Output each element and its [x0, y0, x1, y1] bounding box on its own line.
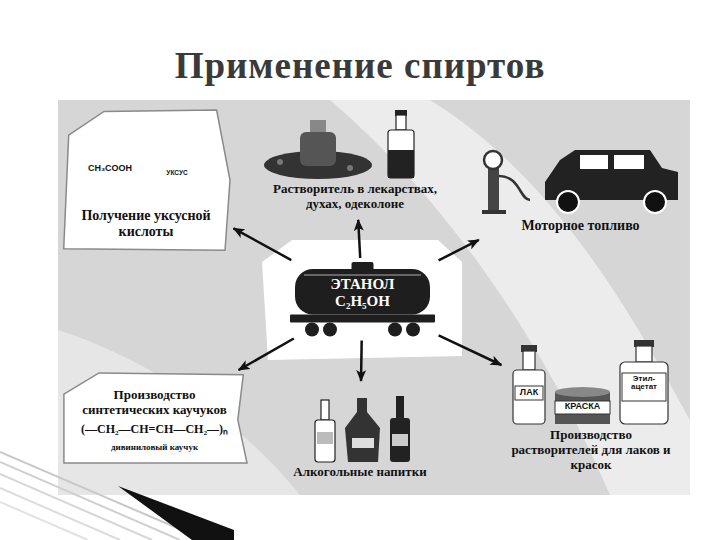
medicine-bottles-part [310, 120, 326, 132]
node-label: Моторное топливо [521, 218, 639, 234]
fuel-car-part [499, 176, 530, 200]
node-sublabel: C₂H₅OH [335, 293, 390, 310]
fuel-car [482, 150, 678, 214]
paint-bottles-part [620, 362, 668, 424]
use-box: Производство синтетических каучуков (—CH₂… [62, 372, 247, 464]
use-box: Получение уксусной кислоты [62, 110, 230, 250]
paint-bottles-part [555, 401, 610, 414]
node-label: Получение уксусной кислоты [70, 208, 222, 240]
drink-bottles [315, 396, 410, 462]
panel-ground-part [58, 100, 690, 495]
fuel-car-part [580, 155, 608, 169]
arrow-connector [239, 339, 294, 371]
medicine-bottles-part [388, 150, 414, 178]
medicine-bottles [264, 110, 414, 179]
node-label: Алкогольные напитки [293, 465, 426, 480]
medicine-bottles-part [347, 165, 353, 171]
decor-stripes-part [0, 474, 152, 540]
fuel-car-part [484, 151, 502, 169]
drink-bottles-part [390, 418, 410, 462]
paint-bottles-part [636, 346, 652, 362]
use-box: Моторное топливо [478, 138, 683, 238]
node-label: ЭТАНОЛ [330, 276, 394, 293]
drink-bottles-part [345, 412, 380, 462]
tank-car: ЭТАНОЛC₂H₅OH [290, 262, 435, 337]
panel-ground-part [58, 330, 300, 495]
diagram-title: Применение спиртов [0, 44, 720, 87]
paint-bottles-part [513, 370, 545, 424]
drink-bottles-part [315, 420, 335, 462]
tank-wheel [323, 323, 337, 337]
fuel-car-part [488, 168, 499, 212]
medicine-bottles-part [277, 159, 283, 165]
node-label: Производство синтетических каучуков [82, 388, 227, 418]
drink-bottles-part [357, 398, 367, 412]
node-sublabel: дивиниловый каучук [111, 442, 198, 452]
decor-stripes [0, 452, 234, 540]
medicine-bottles-part [388, 130, 414, 178]
tank-body [295, 269, 430, 315]
box-outline [64, 110, 230, 250]
drink-bottles-part [396, 396, 404, 418]
paint-bottles-part [622, 373, 666, 401]
bottle-label: УКСУС [164, 170, 190, 177]
medicine-bottles-part [396, 115, 406, 130]
arrow-connector [234, 228, 292, 260]
arrow-connector [358, 220, 360, 258]
drink-bottles-part [352, 438, 374, 448]
drink-bottles-part [392, 434, 408, 446]
bottle-label: КРАСКА [555, 402, 610, 411]
tank-wheel [406, 323, 420, 337]
drink-bottles-part [317, 432, 333, 444]
paint-bottles-part [515, 386, 543, 400]
decor-stripes-part [118, 486, 234, 540]
use-box: Алкогольные напитки [290, 385, 430, 484]
tank-wheel [388, 323, 402, 337]
fuel-car-part [644, 191, 666, 213]
panel-ground [58, 100, 690, 495]
bottle-label: Этил-ацетат [622, 375, 666, 392]
fuel-car-part [557, 191, 579, 213]
arrow-connector [439, 240, 479, 261]
fuel-car-part [482, 210, 506, 214]
bottle-label: ЛАК [515, 388, 543, 397]
tank-chassis [290, 315, 435, 323]
paint-bottles-part [523, 351, 535, 370]
decor-stripes-part [0, 488, 120, 540]
fuel-car-part [614, 155, 644, 169]
arrow-connector [439, 335, 502, 365]
node-label: Производство растворителей для лаков и к… [509, 428, 673, 473]
tank-wheel [305, 323, 319, 337]
arrow-connector [360, 341, 363, 382]
box-outline [64, 373, 247, 463]
decor-stripes-part [0, 502, 88, 540]
drink-bottles-part [321, 400, 329, 420]
panel-ground-part [330, 100, 690, 495]
medicine-bottles-part [300, 132, 336, 166]
tank-stripe [304, 274, 421, 276]
use-box: Растворитель в лекарствах, духах, одекол… [250, 108, 460, 216]
node-sublabel: (—CH₂—CH=CH—CH₂—)ₙ [81, 423, 228, 437]
node-label: Растворитель в лекарствах, духах, одекол… [254, 182, 456, 212]
paint-bottles [513, 340, 668, 424]
bottle-label: CH₃COOH [82, 164, 138, 173]
paint-bottles-part [555, 387, 610, 397]
